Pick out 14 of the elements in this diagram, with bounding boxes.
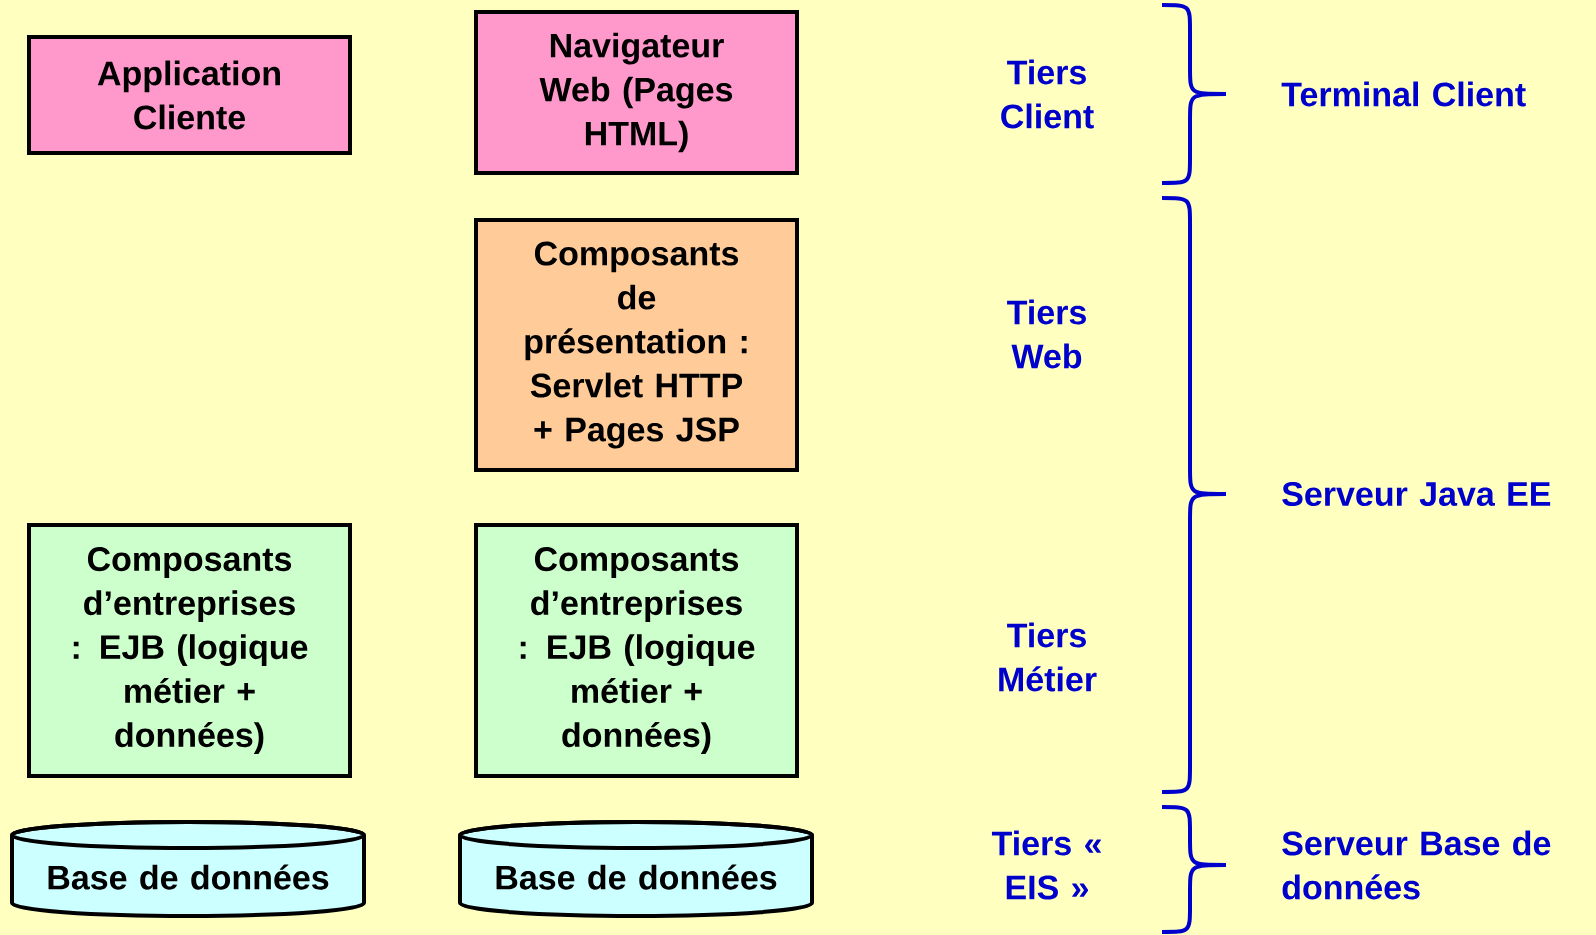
tier-label: Tiers Client — [1001, 59, 1094, 129]
server-label: Terminal Client — [1281, 81, 1526, 107]
tier-box: Composants d’entreprises : EJB (logique métier + données) — [27, 523, 352, 778]
tier-box: Application Cliente — [27, 35, 352, 155]
server-label: Serveur Java EE — [1282, 481, 1551, 507]
database-cylinder: Base de données — [458, 820, 814, 918]
tier-label: Tiers Métier — [999, 622, 1097, 692]
tier-box: Composants de présentation : Servlet HTTP + Pages JSP — [474, 218, 799, 472]
tier-box: Navigateur Web (Pages HTML) — [474, 10, 799, 175]
server-label: Serveur Base de données — [1282, 830, 1551, 900]
tier-box: Composants d’entreprises : EJB (logique métier + données) — [474, 523, 799, 778]
tier-label: Tiers Web — [1007, 299, 1086, 369]
database-cylinder: Base de données — [10, 820, 366, 918]
tier-label: Tiers « EIS » — [991, 830, 1101, 900]
